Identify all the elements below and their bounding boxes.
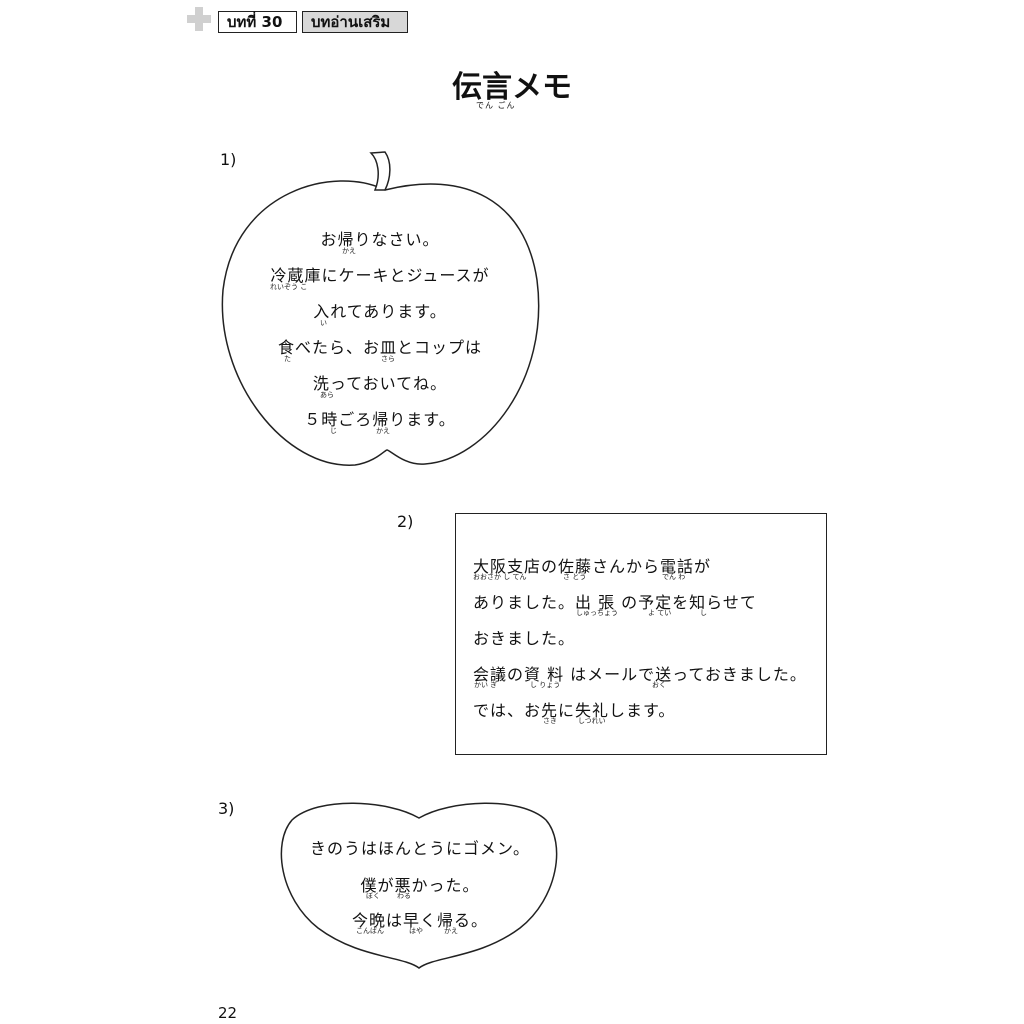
ruby: こんばん [356, 927, 384, 935]
memo-3-number: 3) [218, 799, 235, 818]
memo-2-line-1: 大阪支店の佐藤さんから電話が [473, 557, 712, 576]
memo-3-line-2: 僕が悪かった。 [360, 876, 480, 895]
ruby: しつれい [578, 717, 606, 725]
page-number: 22 [218, 1004, 238, 1022]
ruby: はや [409, 927, 423, 935]
memo-box [455, 513, 827, 755]
ruby: かえ [444, 927, 458, 935]
title-ruby: でん ごん [476, 101, 516, 110]
ruby: よ てい [648, 609, 672, 617]
page-title: 伝言メモ [452, 70, 572, 105]
section-label: บทอ่านเสริม [302, 11, 408, 33]
ruby: おおさか し てん [473, 573, 527, 581]
memo-2-line-2: ありました。出 張 の予定を知らせて [473, 593, 757, 612]
memo-2-number: 2) [397, 512, 414, 531]
memo-1-number: 1) [220, 150, 237, 169]
ruby: し [700, 609, 707, 617]
ruby: れいぞう こ [270, 283, 308, 291]
ruby: さ とう [563, 573, 587, 581]
memo-2-line-3: おきました。 [473, 629, 576, 648]
ruby: おく [652, 681, 666, 689]
lesson-label: บทที่ 30 [218, 11, 297, 33]
memo-1-line-2: 冷蔵庫にケーキとジュースが [270, 266, 490, 285]
memo-1-line-1: お帰りなさい。 [320, 230, 440, 249]
ruby: あら [320, 391, 334, 399]
ruby: かえ [376, 427, 390, 435]
ruby: さき [543, 717, 557, 725]
memo-1-line-3: 入れてあります。 [313, 302, 447, 321]
memo-2-line-5: では、お先に失礼します。 [473, 701, 676, 720]
memo-2-line-4: 会議の資 料 はメールで送っておきました。 [473, 665, 807, 684]
memo-1-line-4: 食べたら、お皿とコップは [277, 338, 482, 357]
heart-shape [280, 802, 558, 969]
plus-icon [186, 6, 212, 32]
ruby: た [284, 355, 291, 363]
memo-3-line-1: きのうはほんとうにゴメン。 [309, 839, 531, 858]
ruby: しゅっちょう [576, 609, 618, 617]
ruby: い [320, 319, 327, 327]
ruby: ぼく [366, 892, 380, 900]
ruby: でん わ [662, 573, 686, 581]
ruby: さら [381, 355, 395, 363]
memo-1-line-6: ５時ごろ帰ります。 [304, 410, 456, 429]
ruby: わる [397, 892, 411, 900]
ruby: じ [330, 427, 337, 435]
memo-3-line-3: 今晩は早く帰る。 [351, 911, 488, 930]
ruby: かえ [342, 247, 356, 255]
memo-1-line-5: 洗っておいてね。 [312, 374, 448, 393]
apple-shape [221, 151, 540, 466]
ruby: かい ぎ [474, 681, 498, 689]
ruby: し りょう [530, 681, 561, 689]
